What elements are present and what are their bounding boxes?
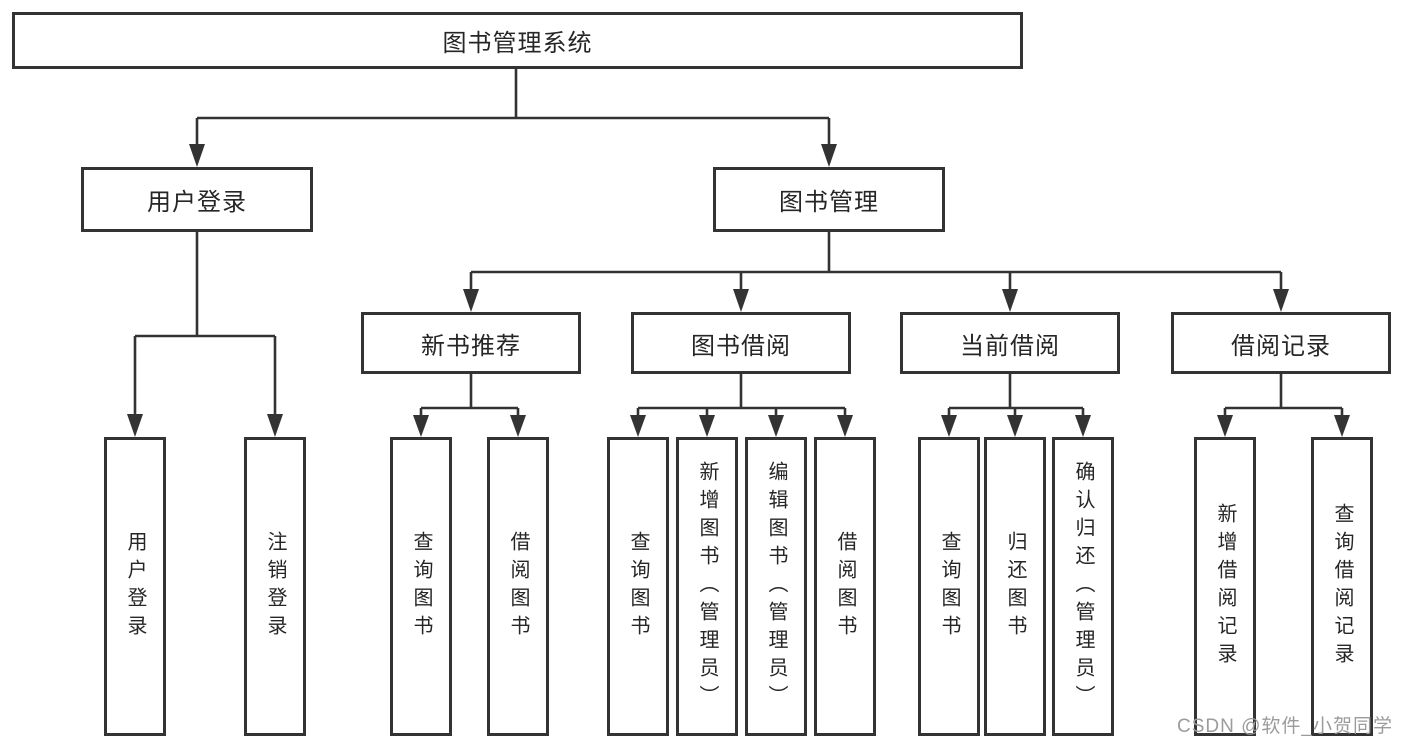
leaf-query-book-borrowing: 查询图书	[607, 437, 669, 736]
leaf-label: 借阅图书	[834, 530, 856, 643]
leaf-edit-book-admin: 编辑图书（管理员）	[745, 437, 807, 736]
leaf-label: 新增借阅记录	[1214, 502, 1236, 671]
leaf-query-book-recommend: 查询图书	[390, 437, 452, 736]
node-root: 图书管理系统	[12, 12, 1023, 69]
leaf-label: 查询借阅记录	[1331, 502, 1353, 671]
leaf-query-borrow-record: 查询借阅记录	[1311, 437, 1373, 736]
leaf-label: 注销登录	[264, 530, 286, 643]
node-current-borrowing: 当前借阅	[900, 312, 1120, 374]
node-book-borrowing: 图书借阅	[631, 312, 851, 374]
leaf-label: 借阅图书	[507, 530, 529, 643]
leaf-add-book-admin: 新增图书（管理员）	[676, 437, 738, 736]
leaf-logout: 注销登录	[244, 437, 306, 736]
leaf-label: 查询图书	[410, 530, 432, 643]
leaf-label: 编辑图书（管理员）	[765, 460, 787, 713]
node-user-login: 用户登录	[81, 167, 313, 232]
watermark: CSDN @软件_小贺同学	[1177, 716, 1393, 737]
leaf-query-book-current: 查询图书	[918, 437, 980, 736]
node-new-book-recommend: 新书推荐	[361, 312, 581, 374]
leaf-borrow-book-recommend: 借阅图书	[487, 437, 549, 736]
leaf-label: 归还图书	[1004, 530, 1026, 643]
leaf-add-borrow-record: 新增借阅记录	[1194, 437, 1256, 736]
leaf-borrow-book-borrowing: 借阅图书	[814, 437, 876, 736]
leaf-label: 用户登录	[124, 530, 146, 643]
leaf-label: 查询图书	[627, 530, 649, 643]
leaf-label: 确认归还（管理员）	[1072, 460, 1094, 713]
leaf-label: 查询图书	[938, 530, 960, 643]
node-borrowing-records: 借阅记录	[1171, 312, 1391, 374]
leaf-label: 新增图书（管理员）	[696, 460, 718, 713]
leaf-user-login: 用户登录	[104, 437, 166, 736]
leaf-return-book: 归还图书	[984, 437, 1046, 736]
leaf-confirm-return-admin: 确认归还（管理员）	[1052, 437, 1114, 736]
node-book-management: 图书管理	[713, 167, 945, 232]
